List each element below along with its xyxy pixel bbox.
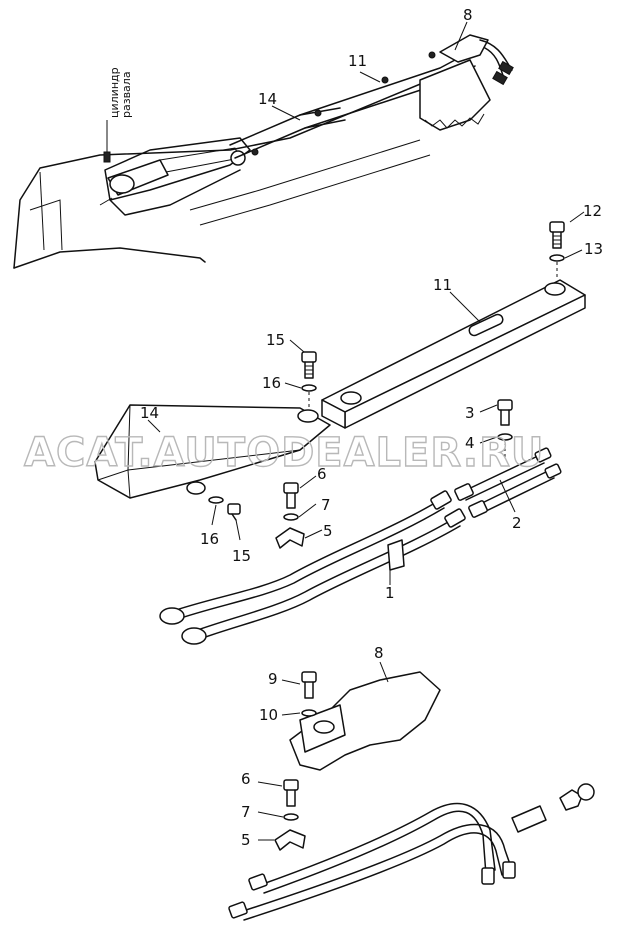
overview-assembly (13, 21, 514, 269)
callout-5-lower: 5 (241, 831, 251, 849)
bolt-9 (281, 671, 317, 717)
callout-15-upper: 15 (266, 331, 285, 349)
callout-6-mid: 6 (317, 465, 327, 483)
callout-16-lower: 16 (200, 530, 219, 548)
clamp-group-mid (275, 475, 323, 549)
bolt-15-lower (208, 496, 241, 541)
callout-5-mid: 5 (323, 522, 333, 540)
bracket-8 (289, 661, 441, 771)
callout-14: 14 (140, 404, 159, 422)
pipe-assembly-1 (159, 490, 466, 645)
callout-overview-14: 14 (258, 90, 277, 108)
callout-16-upper: 16 (262, 374, 281, 392)
clamp-group-lower (257, 779, 306, 851)
callout-4: 4 (465, 434, 475, 452)
bolt-12 (549, 211, 585, 280)
pipe-assembly-2 (454, 447, 562, 518)
callout-2: 2 (512, 514, 522, 532)
callout-9: 9 (268, 670, 278, 688)
overview-caption-2: развала (120, 71, 133, 118)
callout-overview-11: 11 (348, 52, 367, 70)
callout-overview-8: 8 (463, 6, 473, 24)
callout-1: 1 (385, 584, 395, 602)
callout-12: 12 (583, 202, 602, 220)
callout-15-lower: 15 (232, 547, 251, 565)
callout-13: 13 (584, 240, 603, 258)
arm-14 (94, 404, 331, 499)
pipe-assembly-lower (228, 783, 595, 921)
watermark: ACAT.AUTODEALER.RU (24, 430, 544, 476)
bolt-15-upper (284, 339, 317, 410)
callout-3: 3 (465, 404, 475, 422)
bolt-3 (479, 399, 513, 460)
overview-caption-1: цилиндр (108, 67, 121, 118)
callout-7-lower: 7 (241, 803, 251, 821)
callout-10: 10 (259, 706, 278, 724)
callout-8: 8 (374, 644, 384, 662)
callout-7-mid: 7 (321, 496, 331, 514)
callout-11: 11 (433, 276, 452, 294)
callout-6-lower: 6 (241, 770, 251, 788)
beam-11 (321, 279, 586, 429)
